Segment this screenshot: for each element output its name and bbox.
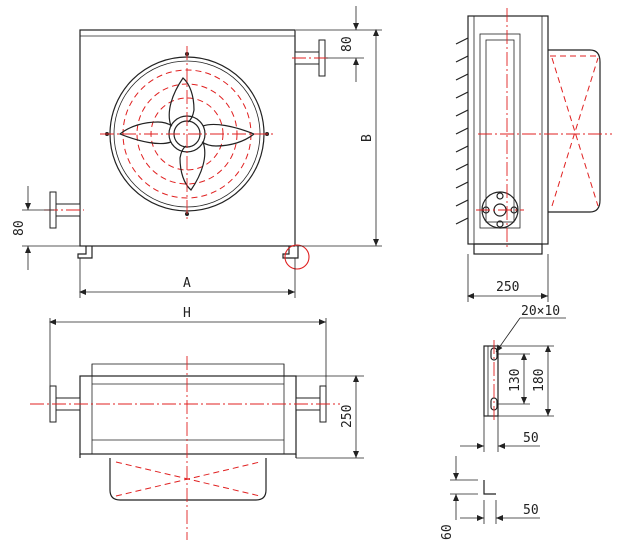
- dim-inlet-offset: 80: [12, 186, 80, 270]
- side-motor-housing: [548, 49, 601, 213]
- front-foot-right: [282, 246, 299, 259]
- front-foot-left: [77, 246, 93, 259]
- dim-side-depth: 250: [467, 254, 549, 302]
- dim-width-a: A: [79, 258, 296, 298]
- side-fins: [455, 37, 469, 225]
- slot-size-label: 20×10: [521, 304, 560, 319]
- bracket-height-label: 180: [532, 369, 547, 392]
- dim-height-b-label: B: [360, 134, 375, 142]
- dim-plan-depth: 250: [296, 375, 364, 459]
- plan-view: H 250: [30, 306, 364, 540]
- dim-outlet-offset: 80: [296, 6, 382, 82]
- dim-inlet-offset-label: 80: [12, 220, 27, 236]
- dim-plan-depth-label: 250: [340, 405, 355, 428]
- plan-casing: [79, 375, 297, 455]
- bracket-l-section: [483, 480, 496, 495]
- bracket-plate: [483, 345, 499, 417]
- front-casing: [79, 29, 296, 247]
- dim-overall-h: H: [49, 306, 327, 386]
- bracket-pitch-label: 130: [508, 369, 523, 392]
- dim-overall-h-label: H: [183, 306, 191, 321]
- outlet-pipe: [292, 39, 330, 77]
- bracket-width-side-label: 50: [523, 431, 539, 446]
- plan-motor-housing: [109, 458, 267, 501]
- dim-width-a-label: A: [183, 276, 191, 291]
- dim-side-depth-label: 250: [496, 280, 519, 295]
- bracket-detail: 20×10 130 180 50 60 50: [440, 304, 566, 540]
- dim-outlet-offset-label: 80: [340, 36, 355, 52]
- dim-height-b: B: [296, 29, 382, 247]
- front-view: 80 B 80 A: [12, 6, 382, 298]
- bracket-width-detail-label: 50: [523, 503, 539, 518]
- detail-callout-circle: [284, 244, 310, 270]
- fan-blades: [118, 77, 256, 191]
- bracket-leg-label: 60: [440, 524, 455, 540]
- side-view: 250: [455, 8, 612, 302]
